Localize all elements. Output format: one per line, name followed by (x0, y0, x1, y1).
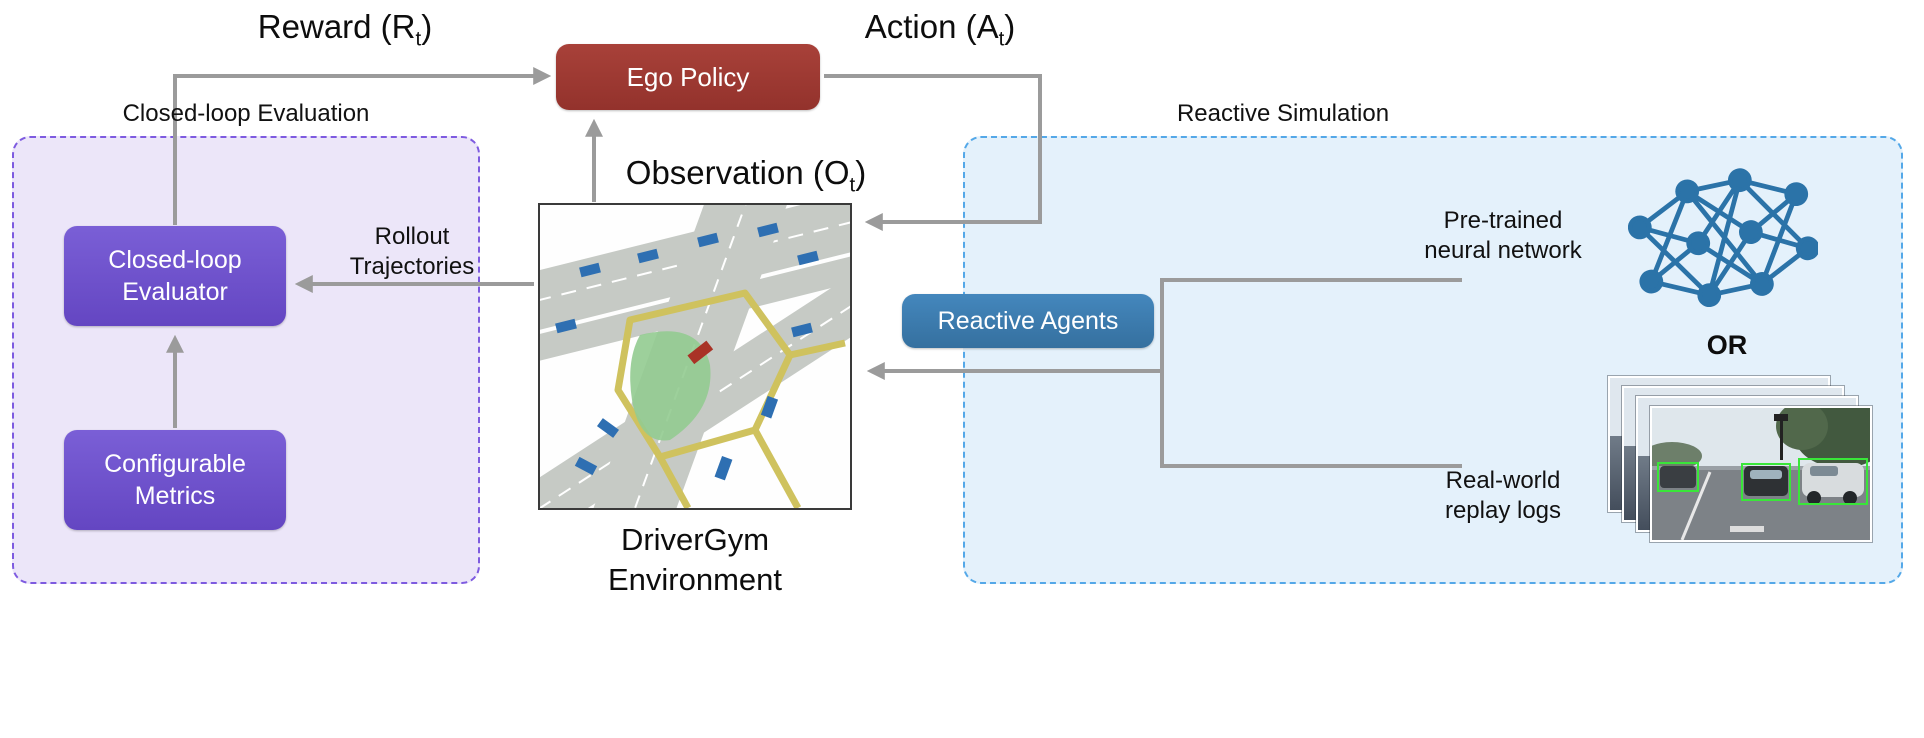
replay-label-line2: replay logs (1444, 497, 1562, 524)
replay-label-line1: Real-world (1445, 467, 1561, 494)
action-label: Action (At) (800, 8, 1080, 52)
configurable-metrics-node: Configurable Metrics (64, 430, 286, 530)
rollout-trajectories-label: Rollout Trajectories (328, 222, 496, 282)
drivergym-environment-preview (538, 203, 852, 510)
closed-loop-evaluator-node: Closed-loop Evaluator (64, 226, 286, 326)
reward-label-subscript: t (415, 27, 422, 51)
closed-loop-evaluation-title: Closed-loop Evaluation (122, 100, 370, 127)
pretrained-label-line2: neural network (1424, 237, 1582, 264)
metrics-label-line2: Metrics (134, 482, 216, 510)
ego-policy-label: Ego Policy (626, 61, 750, 92)
evaluator-label-line1: Closed-loop (108, 246, 242, 274)
camera-frame-image (1642, 400, 1890, 541)
replay-logs-stack-icon (1608, 376, 1890, 548)
environment-caption-line1: DriverGym (620, 522, 770, 557)
replay-frame-front (1642, 400, 1890, 542)
ego-policy-node: Ego Policy (556, 44, 820, 110)
environment-caption-line2: Environment (607, 562, 783, 597)
reward-label: Reward (Rt) (200, 8, 490, 52)
reward-label-close: ) (421, 8, 433, 45)
intersection-simulation-icon (540, 205, 850, 508)
action-label-text: Action (A (864, 8, 999, 45)
reward-label-text: Reward (R (257, 8, 416, 45)
rollout-label-line2: Trajectories (349, 253, 475, 280)
metrics-label-line1: Configurable (104, 450, 246, 478)
pretrained-label-line1: Pre-trained (1443, 207, 1563, 234)
environment-caption: DriverGym Environment (518, 520, 872, 600)
reactive-agents-node: Reactive Agents (902, 294, 1154, 348)
action-label-subscript: t (998, 27, 1005, 51)
pretrained-network-label: Pre-trained neural network (1398, 206, 1608, 266)
action-label-close: ) (1004, 8, 1016, 45)
observation-label: Observation (Ot) (596, 154, 896, 198)
or-label: OR (1706, 330, 1748, 360)
reactive-simulation-title: Reactive Simulation (1176, 100, 1390, 127)
evaluator-label-line2: Evaluator (122, 278, 228, 306)
neural-network-icon (1627, 158, 1820, 323)
observation-label-close: ) (855, 154, 867, 191)
rollout-label-line1: Rollout (374, 223, 450, 250)
replay-logs-label: Real-world replay logs (1398, 466, 1608, 526)
reactive-agents-label: Reactive Agents (937, 306, 1119, 335)
observation-label-text: Observation (O (625, 154, 850, 191)
